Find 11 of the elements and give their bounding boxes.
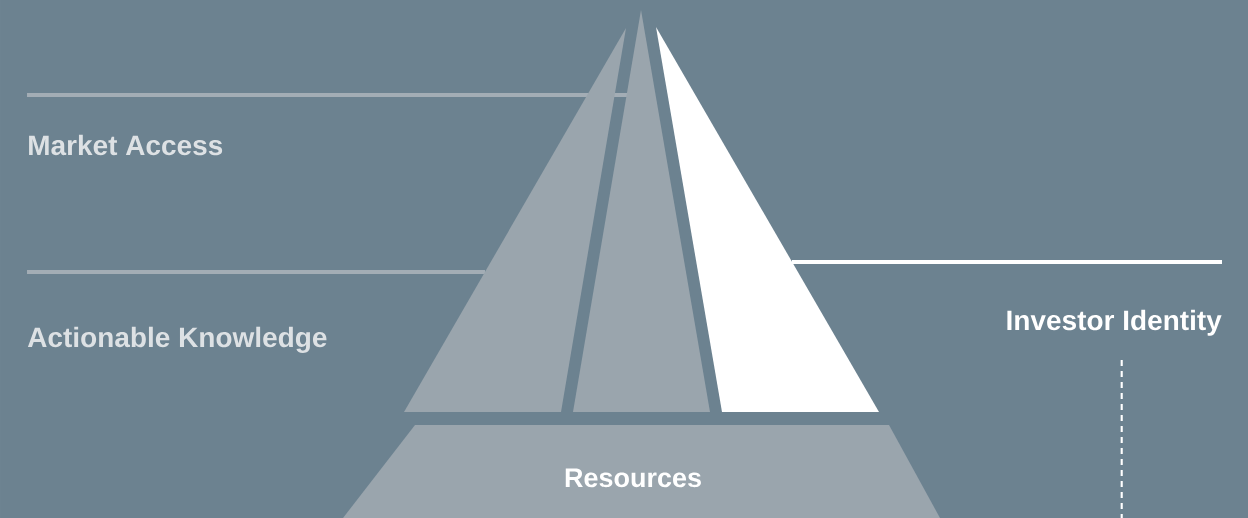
pyramid-base: Resources <box>343 425 940 518</box>
label: Market Access <box>29 134 223 156</box>
pyramid-slice <box>573 10 710 412</box>
pyramid-slice <box>404 28 626 412</box>
leader-line <box>27 270 485 274</box>
leader-line <box>792 260 1222 264</box>
pyramid-slice <box>656 27 879 412</box>
dotted-line <box>1120 360 1123 518</box>
label: Actionable Knowledge <box>27 326 327 353</box>
leader-line <box>27 93 627 97</box>
label: Investor Identity <box>1007 309 1222 336</box>
